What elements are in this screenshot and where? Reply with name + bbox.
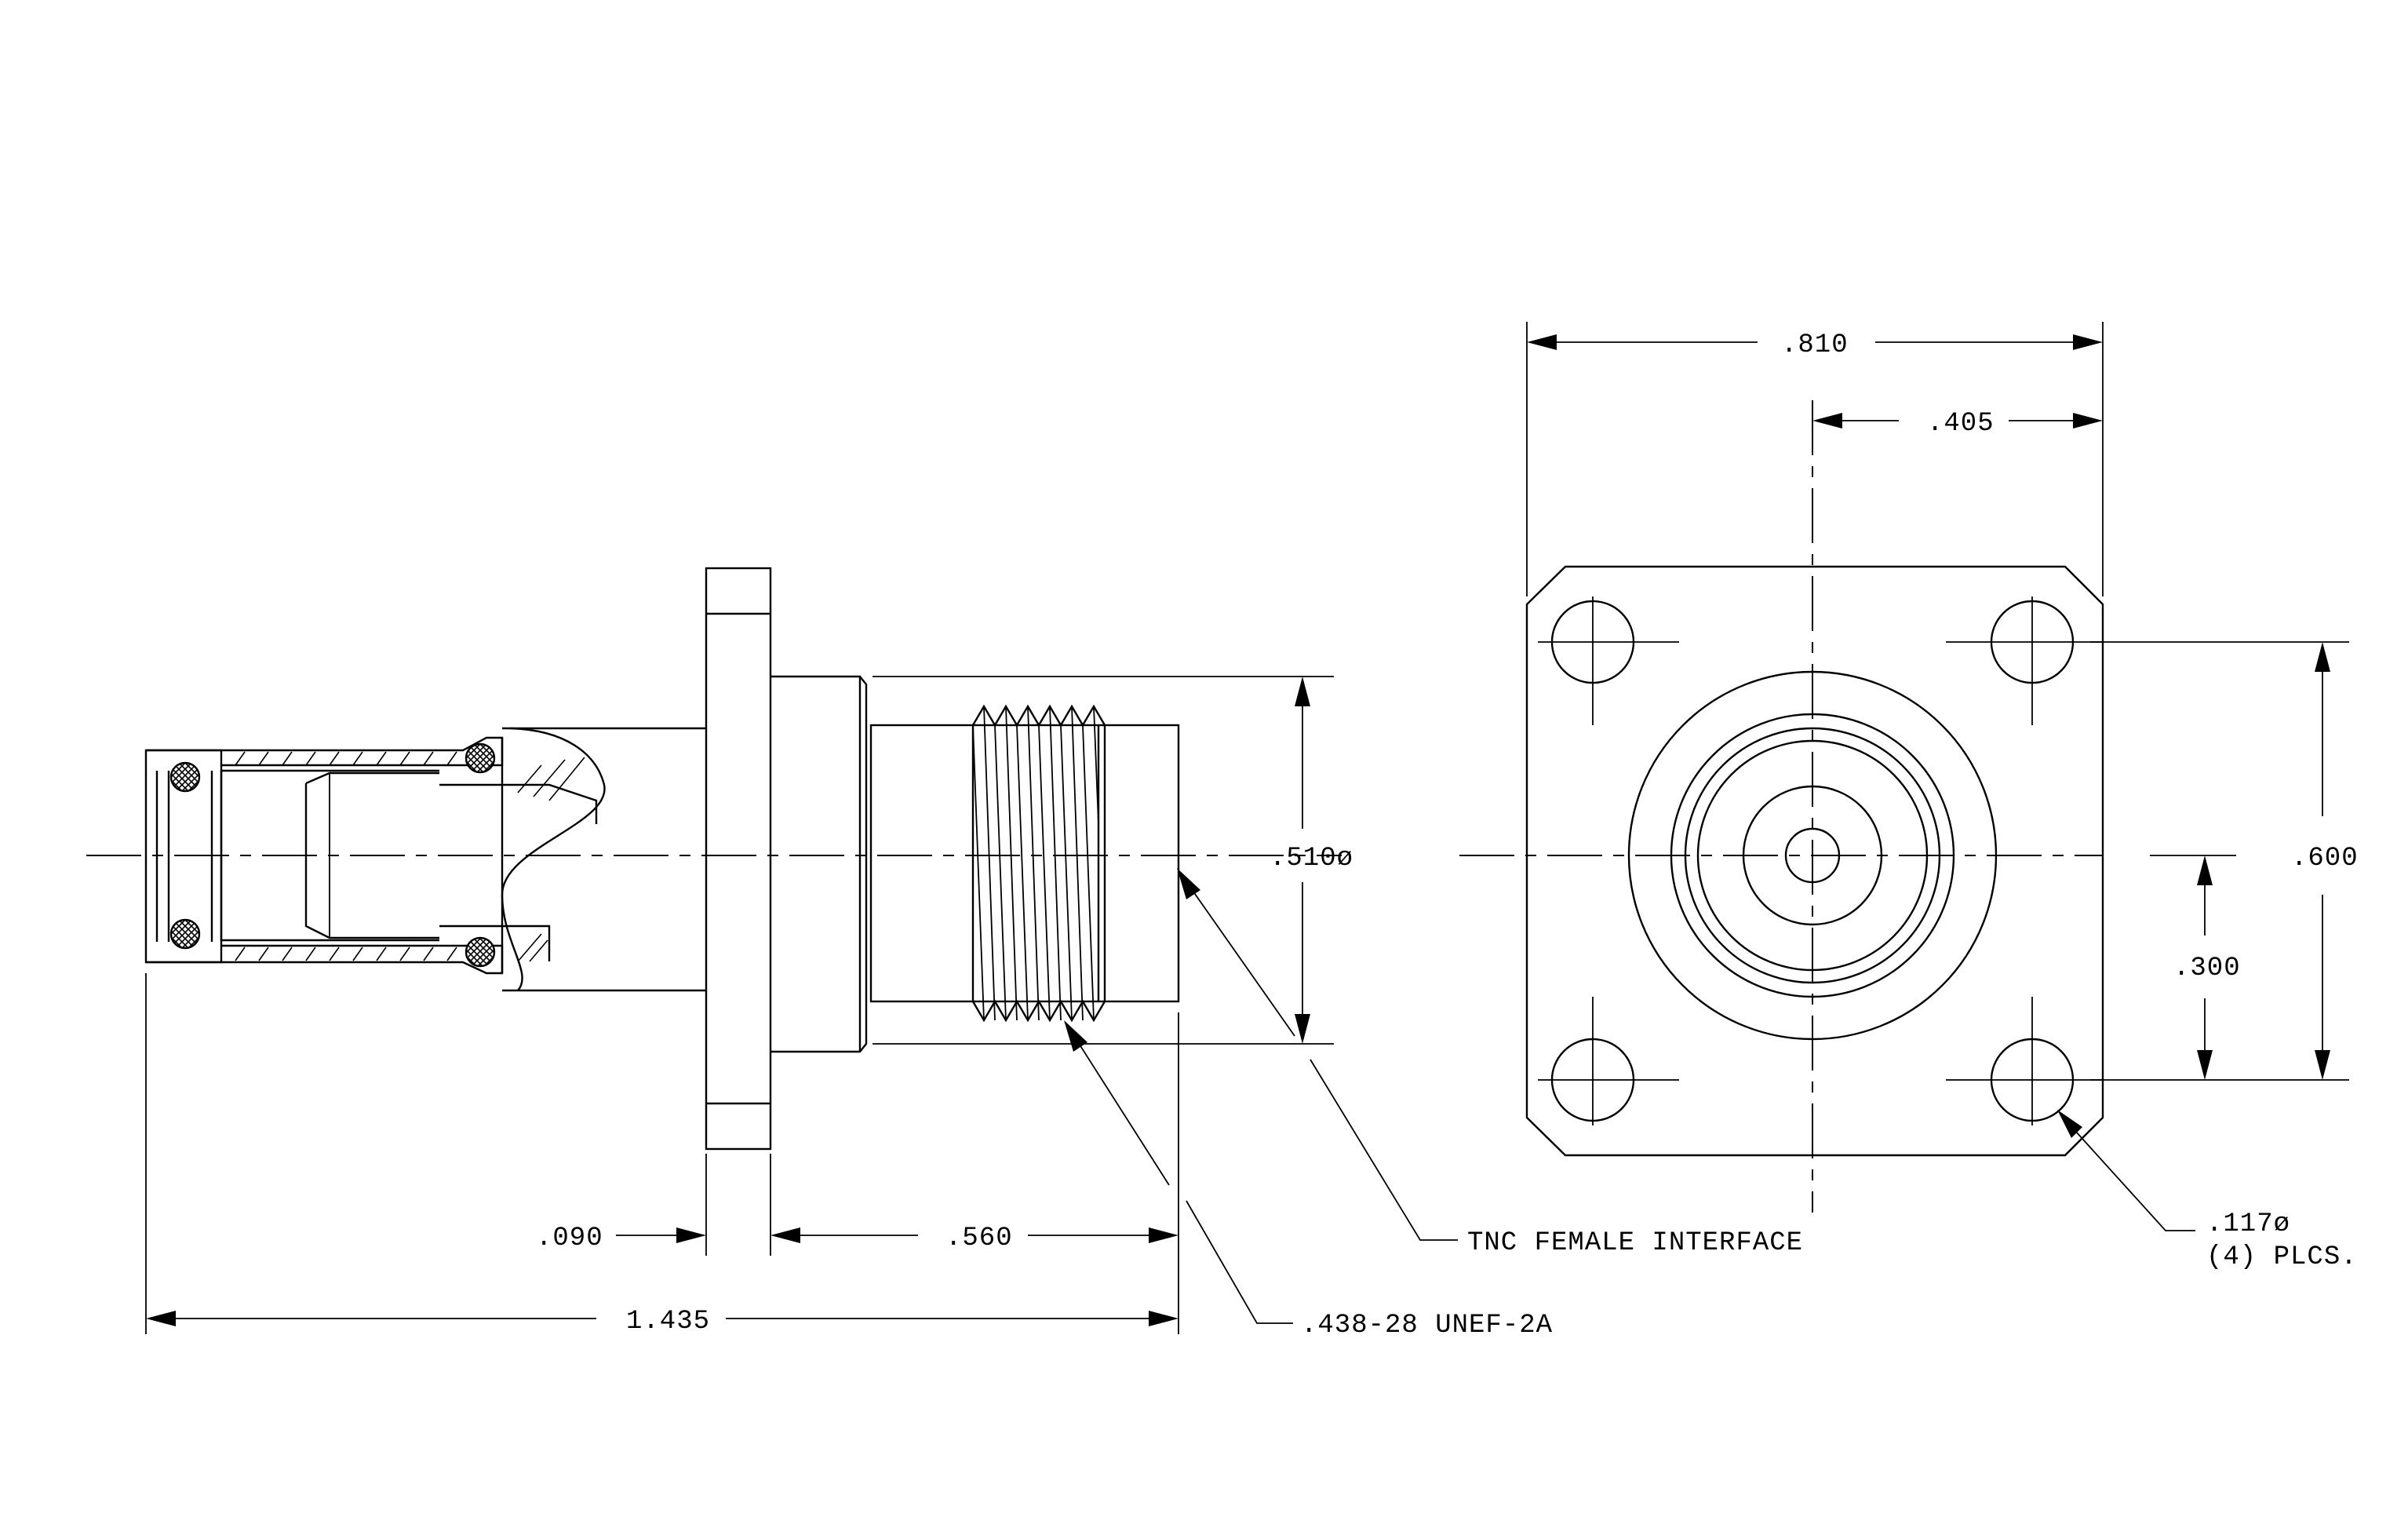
dim-810: .810 — [1781, 330, 1849, 360]
o-ring-top-left — [169, 761, 201, 793]
mounting-holes — [1538, 596, 2103, 1125]
front-view: .810 .405 .600 .300 .117ø (4) PLCS. — [1459, 322, 2359, 1272]
shoulder — [770, 675, 868, 1053]
dim-560: .560 — [945, 1224, 1013, 1253]
o-ring-bottom-right — [464, 936, 496, 968]
o-ring-bottom-left — [169, 918, 201, 950]
threaded-body — [869, 704, 1180, 1023]
cable-clamp-section — [144, 727, 706, 992]
o-ring-top-right — [464, 742, 496, 774]
dim-600: .600 — [2291, 844, 2359, 874]
leader-thread — [1064, 1020, 1293, 1324]
dim-090: .090 — [536, 1224, 603, 1253]
dim-405: .405 — [1927, 409, 1995, 439]
flange — [705, 567, 772, 1151]
dim-1435: 1.435 — [626, 1307, 710, 1337]
dim-510: .510ø — [1270, 844, 1353, 874]
flange-plate — [1525, 565, 2104, 1157]
thread-callout: .438-28 UNEF-2A — [1301, 1311, 1553, 1340]
side-view: .510ø .090 .560 1.435 .438-28 UNEF-2A — [86, 567, 1803, 1340]
interface-callout: TNC FEMALE INTERFACE — [1467, 1228, 1803, 1258]
leader-interface — [1177, 868, 1458, 1241]
center-pin — [1784, 827, 1841, 884]
hole-dia-callout: .117ø — [2206, 1209, 2290, 1239]
dim-300: .300 — [2173, 954, 2241, 983]
hole-count-callout: (4) PLCS. — [2206, 1242, 2358, 1272]
leader-hole — [2057, 1110, 2195, 1231]
interface-rings — [1627, 670, 1998, 1041]
